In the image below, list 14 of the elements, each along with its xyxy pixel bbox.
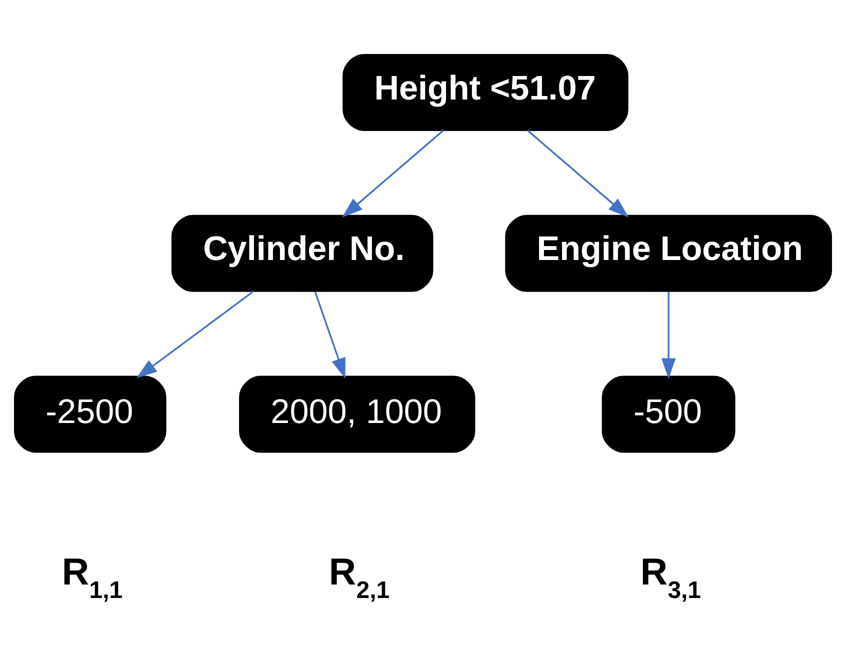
arrow	[342, 130, 444, 218]
node-box: -2500	[14, 376, 166, 453]
arrow	[136, 290, 254, 378]
node-box: 2000, 1000	[239, 376, 476, 453]
arrow	[661, 292, 676, 379]
node-label: R$_{3,1}$	[640, 550, 701, 604]
node-box: Cylinder No.	[171, 214, 434, 292]
node-label: R$_{1,1}$	[62, 550, 123, 604]
node-box: Engine Location	[505, 214, 832, 292]
node-box: -500	[602, 376, 736, 453]
node-label: R$_{2,1}$	[328, 550, 390, 604]
node-box: Height <51.07	[342, 54, 628, 131]
arrow	[314, 291, 346, 379]
arrow	[526, 130, 629, 218]
